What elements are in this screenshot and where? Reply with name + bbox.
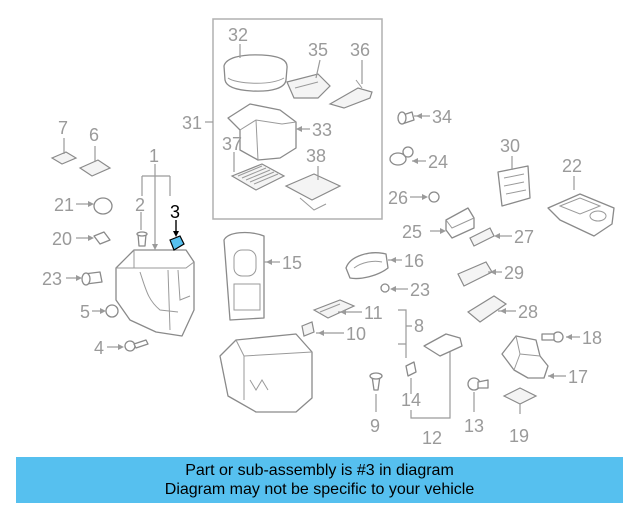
callout-15: 15 xyxy=(282,253,302,273)
part-37-tray xyxy=(230,163,286,191)
part-24-grommet xyxy=(389,152,407,166)
banner-line-2: Diagram may not be specific to your vehi… xyxy=(164,481,475,498)
callout-23-right: 23 xyxy=(410,280,430,300)
callout-24: 24 xyxy=(428,152,448,172)
callout-21: 21 xyxy=(54,195,74,215)
part-4-screw xyxy=(124,340,136,352)
callout-31: 31 xyxy=(182,113,202,133)
part-21-cap xyxy=(93,197,113,215)
part-25-switch xyxy=(445,207,475,239)
callout-9: 9 xyxy=(370,416,380,436)
callout-14: 14 xyxy=(401,390,421,410)
part-3-highlighted xyxy=(169,235,185,251)
callout-3: 3 xyxy=(170,202,180,222)
callout-27: 27 xyxy=(514,227,534,247)
part-33-armrest-base xyxy=(227,103,297,161)
part-1-console-box xyxy=(115,249,195,337)
callout-18: 18 xyxy=(582,328,602,348)
callout-25: 25 xyxy=(402,222,422,242)
callout-33: 33 xyxy=(312,120,332,140)
callout-12: 12 xyxy=(422,428,442,448)
part-36-hinge xyxy=(328,87,373,109)
part-28-cover xyxy=(466,295,508,323)
part-19-pad xyxy=(502,387,538,405)
callout-5: 5 xyxy=(80,302,90,322)
callout-17: 17 xyxy=(568,367,588,387)
part-27-clip xyxy=(469,227,495,247)
callout-28: 28 xyxy=(518,302,538,322)
inset-frame xyxy=(212,18,383,220)
callout-11: 11 xyxy=(364,303,383,323)
part-30-module xyxy=(497,165,531,207)
callout-30: 30 xyxy=(500,136,520,156)
part-5-grommet xyxy=(105,304,119,318)
callout-16: 16 xyxy=(404,251,424,271)
part-8-floor-console xyxy=(219,333,313,413)
callout-13: 13 xyxy=(464,416,484,436)
callout-8: 8 xyxy=(414,316,424,336)
part-38-mat xyxy=(284,173,342,201)
callout-4: 4 xyxy=(94,338,104,358)
part-32-armrest-lid xyxy=(223,54,288,92)
callout-22: 22 xyxy=(562,156,582,176)
callout-34: 34 xyxy=(432,107,452,127)
part-17-holder xyxy=(501,335,549,379)
part-35-bracket xyxy=(286,73,331,99)
banner-line-1: Part or sub-assembly is #3 in diagram xyxy=(185,462,454,479)
part-7-pad xyxy=(50,151,78,165)
part-11-cover xyxy=(312,299,356,319)
callout-36: 36 xyxy=(350,40,370,60)
part-12-bracket xyxy=(423,333,463,357)
part-20-clip xyxy=(93,231,111,245)
part-10-pad xyxy=(301,321,315,337)
callout-1: 1 xyxy=(149,146,159,166)
callout-37: 37 xyxy=(222,134,242,154)
callout-23-left: 23 xyxy=(42,269,62,289)
part-26-screw xyxy=(428,191,440,203)
info-banner: Part or sub-assembly is #3 in diagram Di… xyxy=(16,457,623,503)
part-16-handle xyxy=(345,252,389,280)
callout-32: 32 xyxy=(228,25,248,45)
part-22-tray xyxy=(547,193,615,237)
part-14-clip xyxy=(405,361,417,377)
callout-38: 38 xyxy=(306,146,326,166)
part-6-pad xyxy=(78,159,112,177)
callout-10: 10 xyxy=(346,324,366,344)
callout-35: 35 xyxy=(308,40,328,60)
callout-26: 26 xyxy=(388,188,408,208)
callout-7: 7 xyxy=(58,118,68,138)
callout-2: 2 xyxy=(135,195,145,215)
callout-29: 29 xyxy=(504,263,524,283)
part-29-trim xyxy=(457,261,493,287)
callout-19: 19 xyxy=(509,426,529,446)
callout-20: 20 xyxy=(52,229,72,249)
callout-6: 6 xyxy=(89,125,99,145)
part-23-screw-right xyxy=(380,283,390,293)
